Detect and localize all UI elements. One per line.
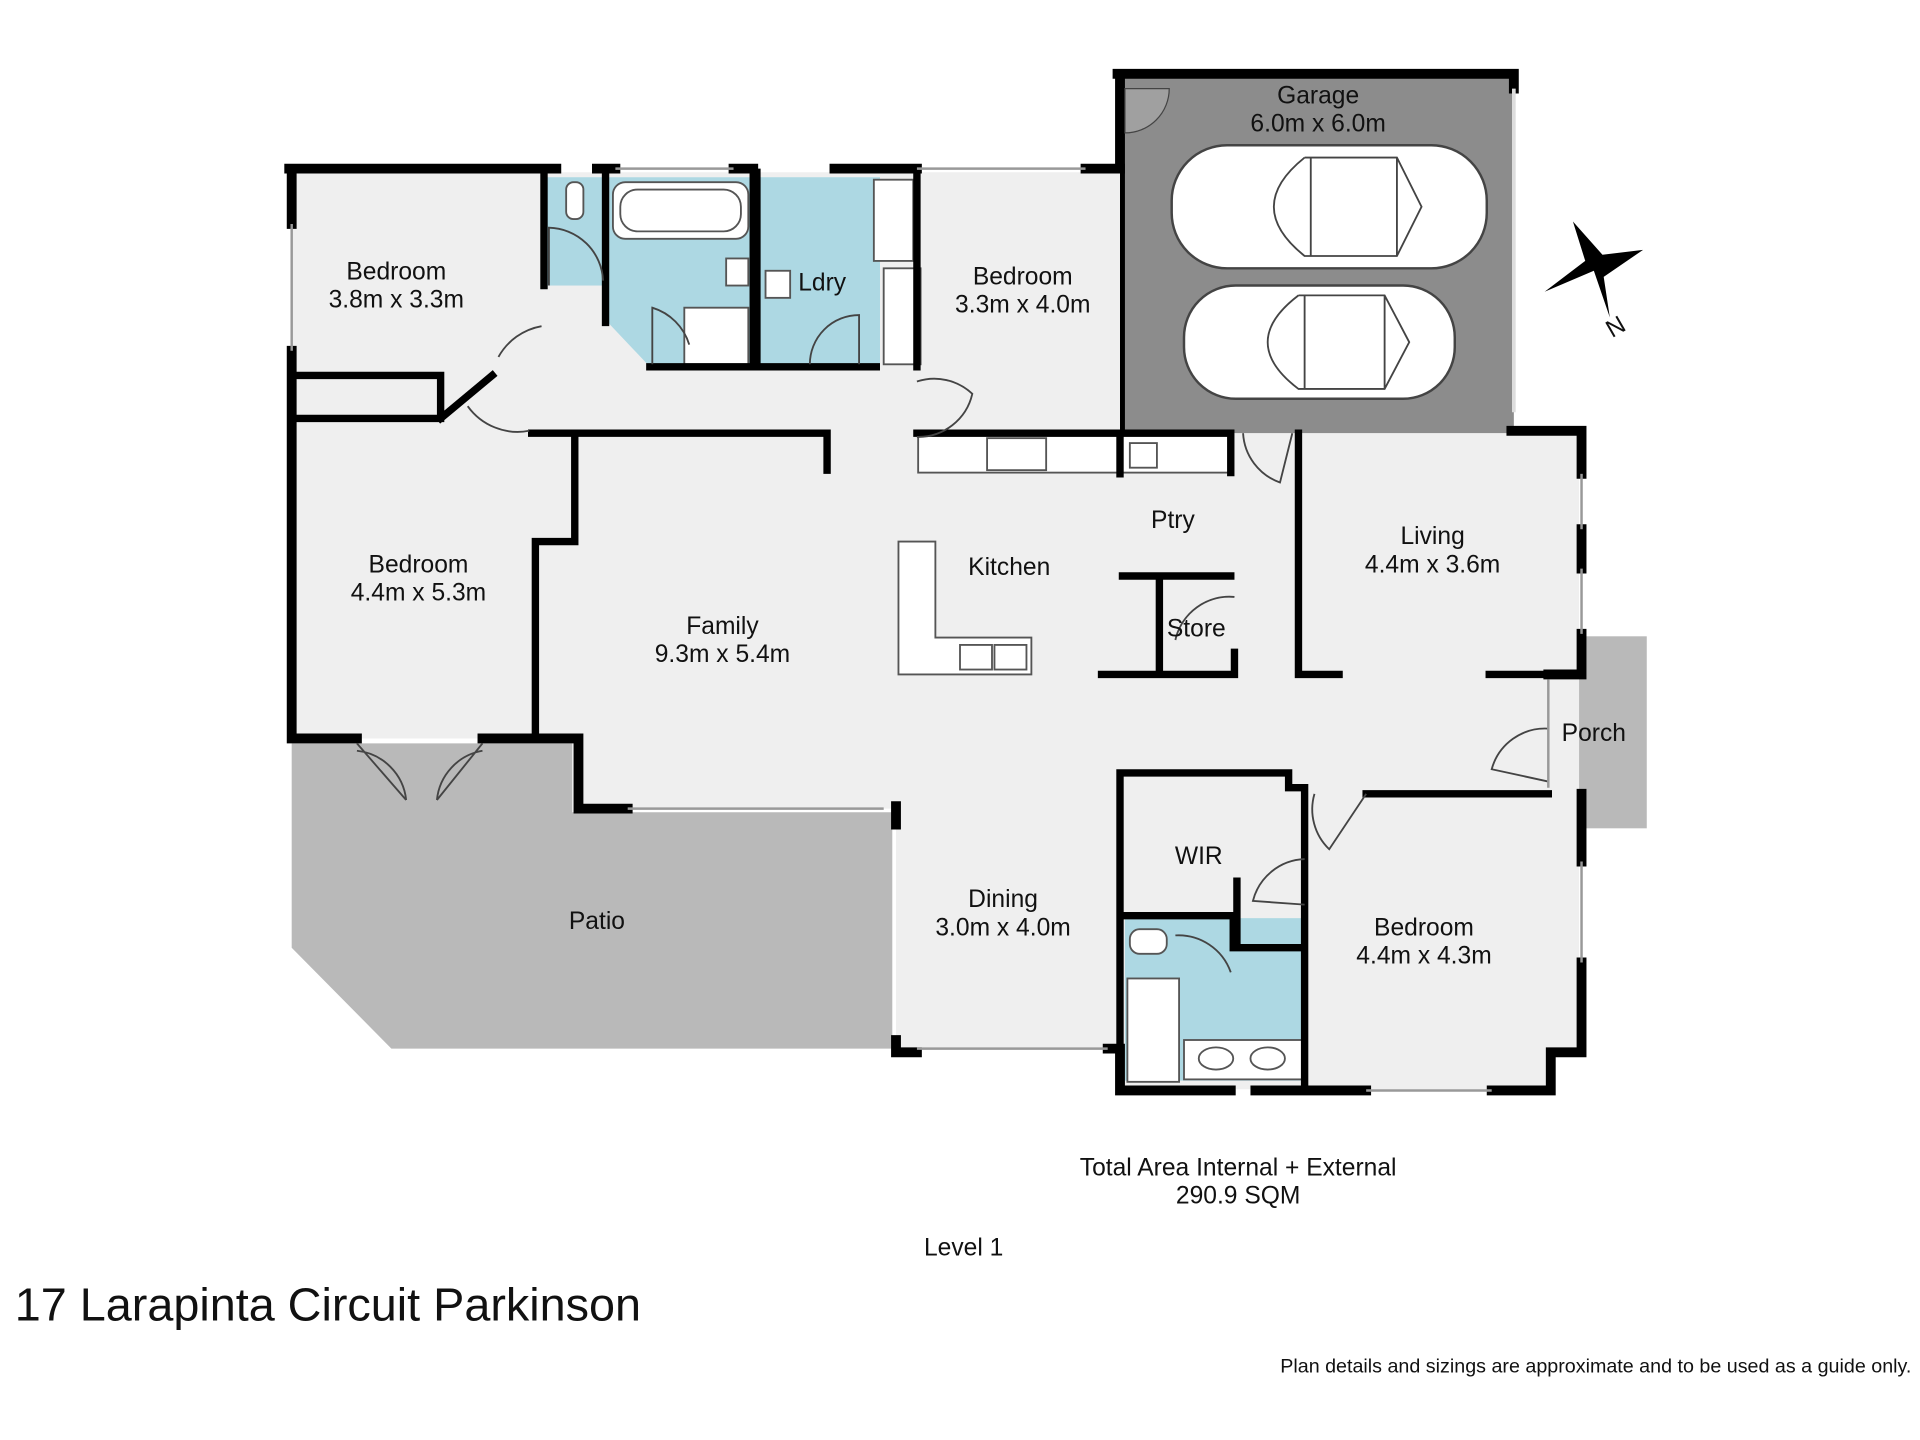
garage-label: Garage [1277, 82, 1359, 109]
svg-text:Bedroom: Bedroom [369, 551, 469, 578]
windows [290, 167, 1583, 1092]
level-label: Level 1 [924, 1234, 1003, 1261]
svg-text:Store: Store [1167, 615, 1226, 642]
svg-text:Ptry: Ptry [1151, 507, 1195, 534]
property-address: 17 Larapinta Circuit Parkinson [15, 1279, 641, 1331]
svg-text:Family: Family [686, 613, 759, 640]
svg-text:3.0m x 4.0m: 3.0m x 4.0m [935, 914, 1070, 941]
svg-text:Bedroom: Bedroom [1374, 914, 1474, 941]
svg-text:Living: Living [1400, 523, 1464, 550]
svg-text:4.4m x 4.3m: 4.4m x 4.3m [1356, 943, 1491, 970]
sink-icon [764, 269, 792, 299]
svg-text:3.3m x 4.0m: 3.3m x 4.0m [955, 292, 1090, 319]
cooktop-icon [986, 437, 1048, 472]
svg-text:WIR: WIR [1175, 843, 1223, 870]
svg-text:9.3m x 5.4m: 9.3m x 5.4m [655, 641, 790, 668]
total-area-value: 290.9 SQM [1176, 1183, 1300, 1210]
kitchen-island [897, 540, 1033, 676]
kitchen-bench [917, 434, 1232, 474]
patio [291, 743, 893, 1049]
total-area-title: Total Area Internal + External [1080, 1154, 1397, 1181]
svg-text:3.8m x 3.3m: 3.8m x 3.3m [329, 287, 464, 314]
svg-text:Ldry: Ldry [798, 269, 847, 296]
exterior-walls [284, 163, 1587, 1096]
room-labels: Garage 6.0m x 6.0m Bedroom 3.8m x 3.3m L… [329, 82, 1626, 969]
svg-text:Bedroom: Bedroom [973, 263, 1073, 290]
svg-text:N: N [1601, 311, 1630, 343]
svg-text:Bedroom: Bedroom [346, 258, 446, 285]
svg-text:Dining: Dining [968, 886, 1038, 913]
interior-walls [294, 168, 1552, 1093]
svg-text:Kitchen: Kitchen [968, 554, 1050, 581]
car-icon [1182, 284, 1456, 401]
svg-text:4.4m x 5.3m: 4.4m x 5.3m [351, 580, 486, 607]
garage-size: 6.0m x 6.0m [1250, 111, 1385, 138]
car-icon [1170, 144, 1488, 270]
door-swings [356, 226, 1549, 973]
north-compass-icon: N [1544, 221, 1644, 343]
disclaimer: Plan details and sizings are approximate… [1280, 1355, 1911, 1377]
garage [1112, 68, 1519, 436]
toilet-icon [565, 181, 585, 220]
svg-text:Patio: Patio [569, 908, 625, 935]
shower-icon [683, 306, 750, 366]
svg-text:Porch: Porch [1562, 720, 1626, 747]
svg-text:4.4m x 3.6m: 4.4m x 3.6m [1365, 551, 1500, 578]
